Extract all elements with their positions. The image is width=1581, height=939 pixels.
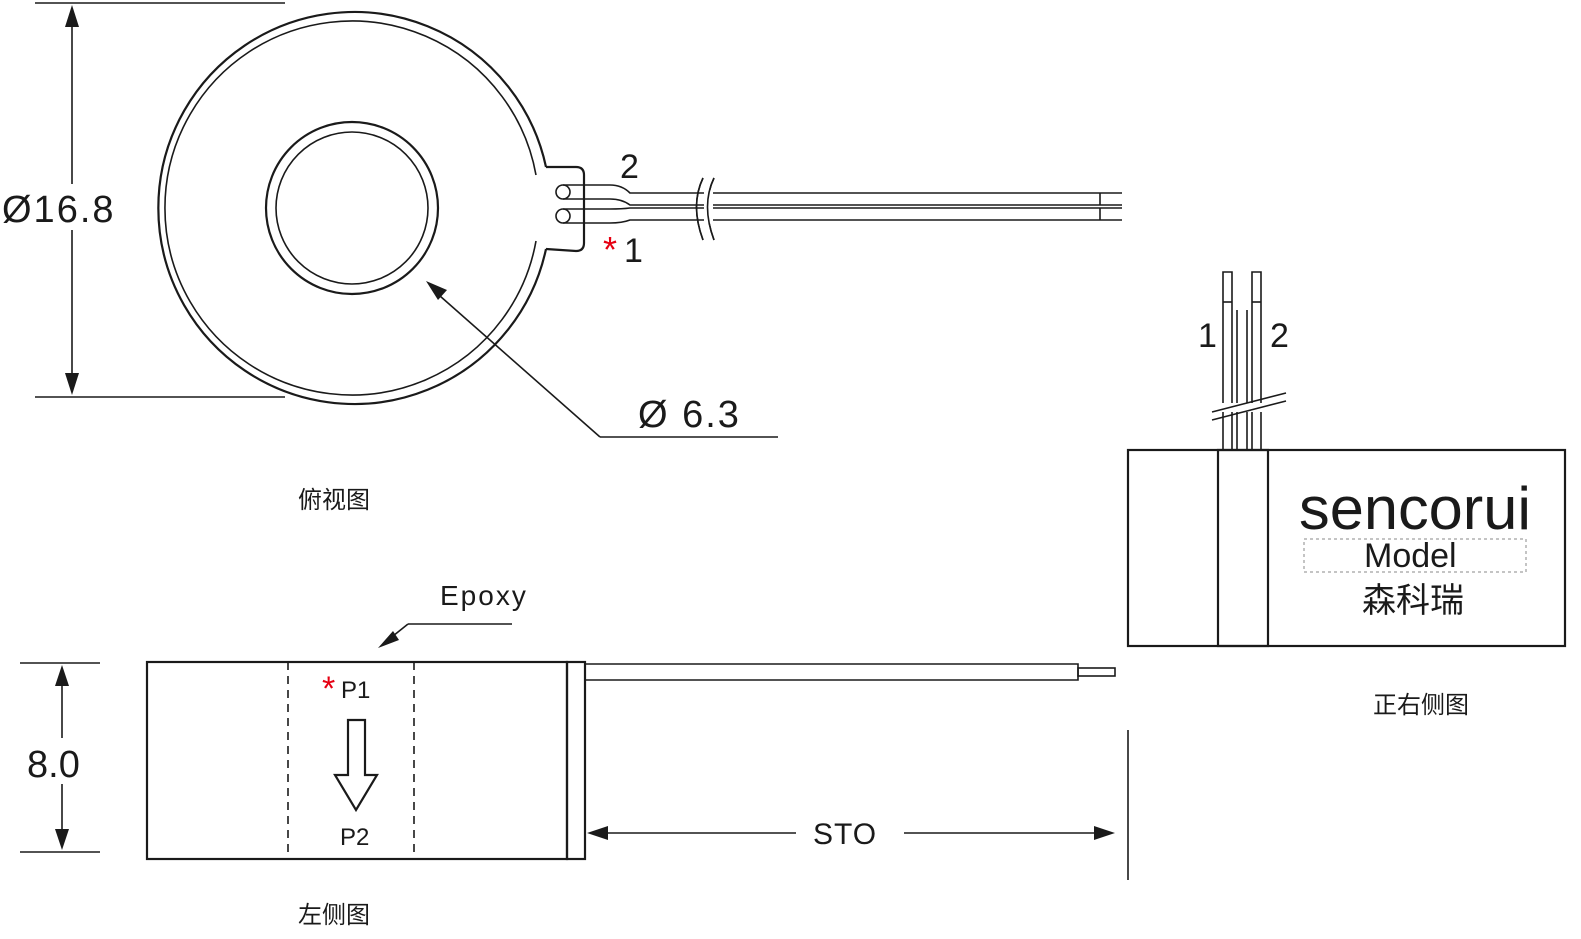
- right-wire-2-label: 2: [1270, 317, 1289, 355]
- inner-diameter-leader: Ø 6.3: [426, 281, 778, 438]
- top-wire-2-label: 2: [620, 148, 639, 186]
- p1-marker: *: [322, 670, 335, 708]
- inner-ring-inner: [275, 131, 429, 285]
- inner-ring-outer: [264, 120, 440, 296]
- outer-ring-outer-edge: [157, 10, 548, 406]
- top-wire-2: [555, 184, 1122, 206]
- left-view-caption: 左侧图: [298, 901, 370, 929]
- right-wire-1: [1222, 271, 1238, 450]
- inner-diameter-label: Ø 6.3: [638, 394, 741, 436]
- top-wire-1: [555, 207, 1122, 224]
- sto-dimension: STO: [587, 730, 1129, 880]
- outer-ring-inner-edge: [164, 20, 537, 396]
- model-box: [1303, 538, 1527, 573]
- left-view: Epoxy * P1 P2 8.0 STO 左侧图: [20, 580, 1129, 929]
- right-wire-2: [1246, 271, 1262, 450]
- chinese-brand-label: 森科瑞: [1362, 581, 1464, 621]
- top-wire-1-marker: *: [603, 229, 617, 270]
- right-wire-1-label: 1: [1198, 317, 1217, 355]
- top-view: 2 * 1 Ø16.8 Ø 6.3 俯视图: [2, 2, 1122, 514]
- current-direction-arrow: [333, 718, 379, 813]
- epoxy-label: Epoxy: [440, 580, 528, 611]
- height-dimension: 8.0: [20, 662, 100, 853]
- brand-logo: sencorui: [1299, 475, 1531, 542]
- epoxy-leader: Epoxy: [378, 580, 528, 648]
- left-view-cap: [565, 660, 587, 861]
- height-label: 8.0: [27, 744, 80, 786]
- sto-label: STO: [813, 818, 877, 851]
- outer-diameter-label: Ø16.8: [2, 189, 116, 231]
- model-label: Model: [1364, 537, 1457, 575]
- p1-label: P1: [341, 677, 370, 704]
- right-view-caption: 正右侧图: [1373, 691, 1469, 719]
- right-view-wire-channel: [1216, 448, 1270, 648]
- right-view: 1 2 sencorui Model 森科瑞 正右侧图: [1126, 271, 1567, 719]
- p2-label: P2: [340, 824, 369, 851]
- left-view-wire: [585, 663, 1079, 681]
- outer-diameter-dimension: Ø16.8: [2, 2, 285, 398]
- right-view-body: [1126, 448, 1567, 648]
- right-wire-break-lower: [1211, 400, 1287, 421]
- right-wire-break-upper: [1211, 392, 1287, 413]
- top-wire-1-label: 1: [624, 232, 643, 270]
- top-view-caption: 俯视图: [298, 486, 370, 514]
